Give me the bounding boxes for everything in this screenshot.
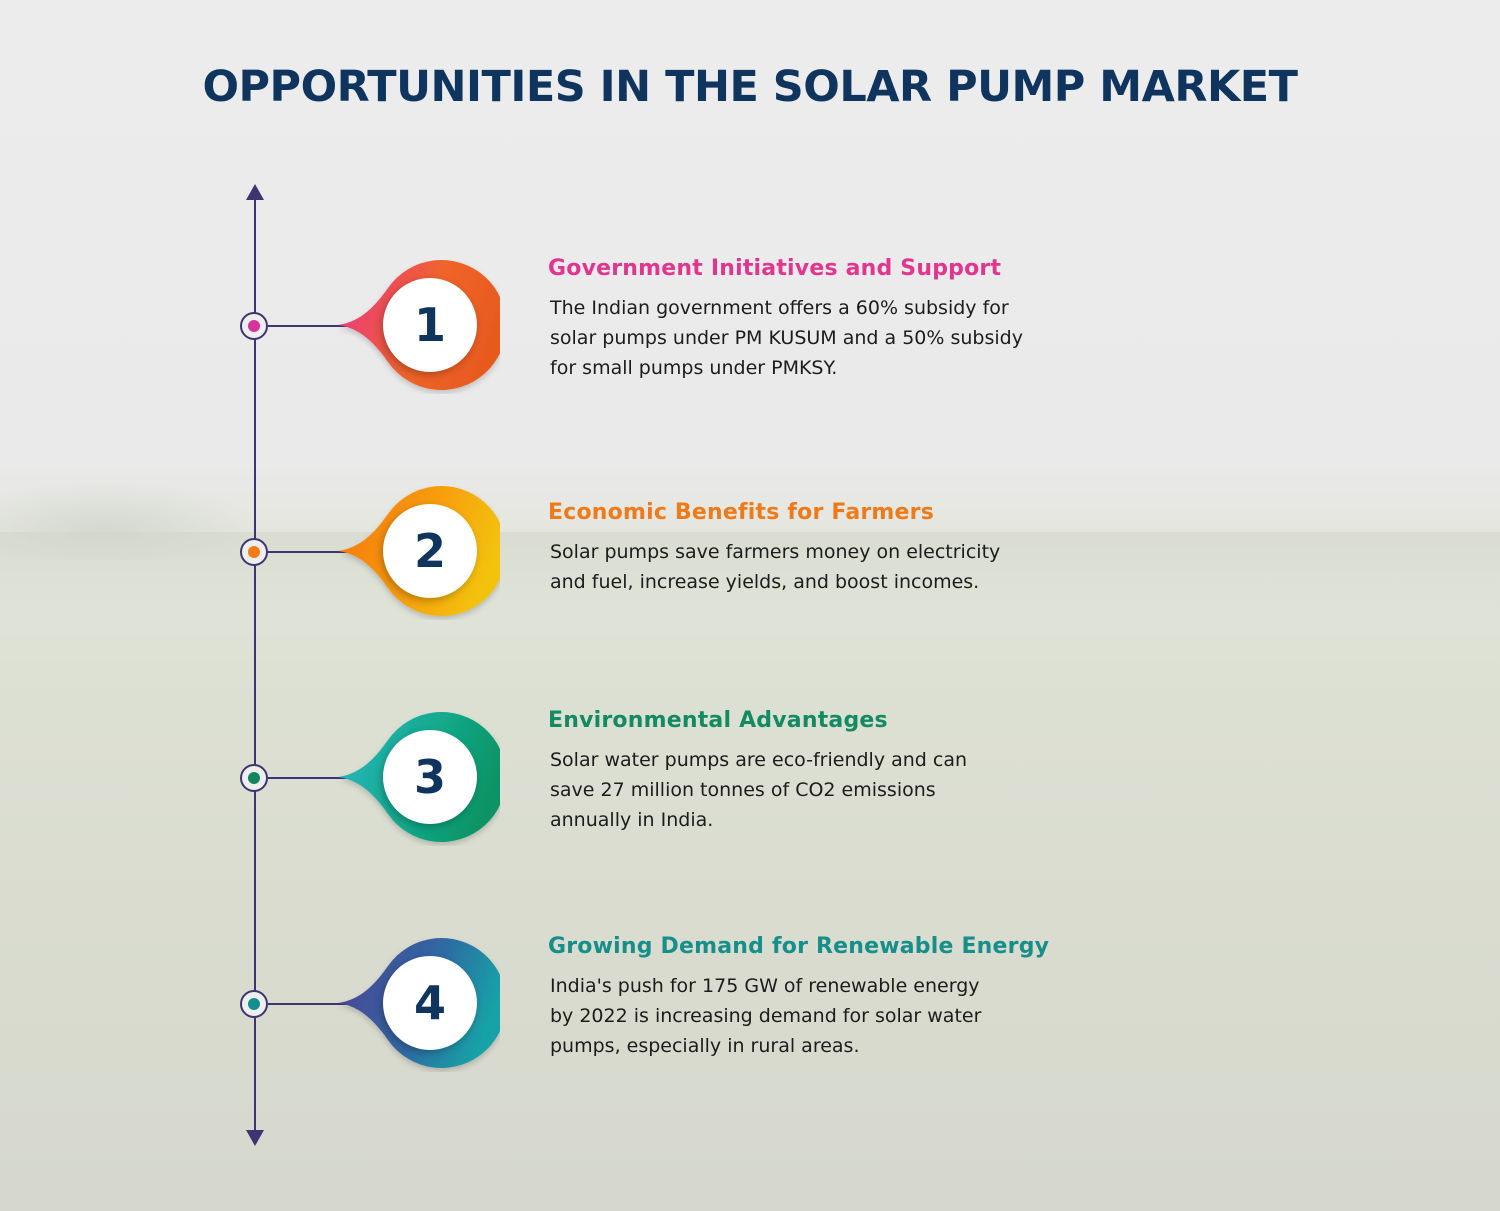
step-number: 3 bbox=[383, 730, 477, 824]
item-heading: Environmental Advantages bbox=[548, 708, 888, 733]
step-number: 2 bbox=[383, 504, 477, 598]
node-dot bbox=[248, 546, 260, 558]
description-line: save 27 million tonnes of CO2 emissions bbox=[550, 779, 936, 801]
description-line: India's push for 175 GW of renewable ene… bbox=[550, 975, 980, 997]
timeline-node bbox=[240, 538, 268, 566]
description-line: and fuel, increase yields, and boost inc… bbox=[550, 571, 980, 593]
timeline-axis bbox=[254, 195, 256, 1135]
step-number: 4 bbox=[383, 956, 477, 1050]
timeline-item-3: 3 Environmental Advantages Solar water p… bbox=[0, 678, 1500, 878]
timeline-item-2: 2 Economic Benefits for Farmers Solar pu… bbox=[0, 452, 1500, 652]
timeline-node bbox=[240, 990, 268, 1018]
arrow-down-icon bbox=[246, 1130, 264, 1146]
description-line: by 2022 is increasing demand for solar w… bbox=[550, 1005, 982, 1027]
connector-line bbox=[268, 1003, 348, 1005]
page-title: OPPORTUNITIES IN THE SOLAR PUMP MARKET bbox=[202, 62, 1298, 112]
item-description: The Indian government offers a 60% subsi… bbox=[548, 293, 1068, 383]
number-pin-badge: 2 bbox=[336, 486, 500, 620]
description-line: The Indian government offers a 60% subsi… bbox=[550, 297, 1009, 319]
node-dot bbox=[248, 772, 260, 784]
description-line: Solar pumps save farmers money on electr… bbox=[550, 541, 1001, 563]
connector-line bbox=[268, 777, 348, 779]
description-line: annually in India. bbox=[550, 809, 714, 831]
arrow-up-icon bbox=[246, 184, 264, 200]
description-line: pumps, especially in rural areas. bbox=[550, 1035, 860, 1057]
connector-line bbox=[268, 551, 348, 553]
number-pin-badge: 3 bbox=[336, 712, 500, 846]
description-line: Solar water pumps are eco-friendly and c… bbox=[550, 749, 968, 771]
step-number: 1 bbox=[383, 278, 477, 372]
connector-line bbox=[268, 325, 348, 327]
item-description: Solar pumps save farmers money on electr… bbox=[548, 537, 1068, 597]
number-pin-badge: 1 bbox=[336, 260, 500, 394]
item-description: India's push for 175 GW of renewable ene… bbox=[548, 971, 1068, 1061]
timeline-node bbox=[240, 764, 268, 792]
timeline-node bbox=[240, 312, 268, 340]
timeline-item-4: 4 Growing Demand for Renewable Energy In… bbox=[0, 904, 1500, 1104]
description-line: solar pumps under PM KUSUM and a 50% sub… bbox=[550, 327, 1023, 349]
timeline-item-1: 1 Government Initiatives and Support The… bbox=[0, 226, 1500, 426]
node-dot bbox=[248, 998, 260, 1010]
item-heading: Growing Demand for Renewable Energy bbox=[548, 934, 1050, 959]
item-heading: Economic Benefits for Farmers bbox=[548, 500, 934, 525]
description-line: for small pumps under PMKSY. bbox=[550, 357, 838, 379]
item-description: Solar water pumps are eco-friendly and c… bbox=[548, 745, 1068, 835]
item-heading: Government Initiatives and Support bbox=[548, 256, 1002, 281]
node-dot bbox=[248, 320, 260, 332]
number-pin-badge: 4 bbox=[336, 938, 500, 1072]
